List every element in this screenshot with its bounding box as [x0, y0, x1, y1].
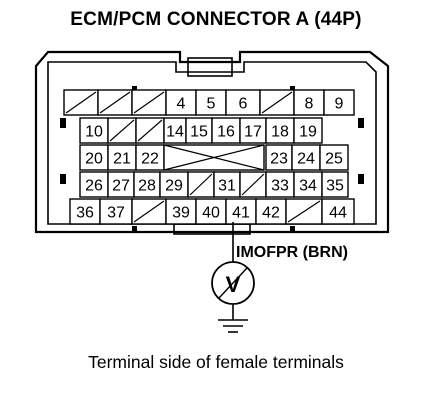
terminal-number: 26 [85, 178, 103, 195]
terminal-number: 8 [305, 96, 314, 113]
terminal-number: 44 [329, 205, 347, 222]
terminal-grid: 4 5 6 8 9 10 14 15 16 17 18 19 20 21 22 23 24 25 26 27 28 29 3… [63, 89, 355, 225]
terminal-28: 28 [133, 171, 161, 198]
terminal-number: 27 [112, 178, 130, 195]
terminal-44: 44 [321, 198, 355, 225]
terminal-34: 34 [293, 171, 323, 198]
terminal-14: 14 [163, 117, 187, 144]
terminal-33: 33 [265, 171, 295, 198]
terminal-number: 36 [76, 205, 94, 222]
terminal-40: 40 [195, 198, 227, 225]
terminal-number: 40 [202, 205, 220, 222]
terminal-number: 35 [326, 178, 344, 195]
terminal-empty [135, 117, 165, 144]
terminal-22: 22 [135, 144, 165, 171]
terminal-25: 25 [319, 144, 349, 171]
terminal-empty [259, 89, 295, 116]
terminal-41: 41 [225, 198, 257, 225]
diagram-title: ECM/PCM CONNECTOR A (44P) [70, 9, 362, 30]
terminal-number: 37 [107, 205, 125, 222]
terminal-37: 37 [99, 198, 133, 225]
terminal-empty [187, 171, 215, 198]
terminal-number: 19 [299, 124, 317, 141]
terminal-number: 16 [217, 124, 235, 141]
terminal-27: 27 [107, 171, 135, 198]
terminal-number: 34 [299, 178, 317, 195]
terminal-number: 28 [138, 178, 156, 195]
terminal-number: 33 [271, 178, 289, 195]
terminal-number: 4 [177, 96, 186, 113]
terminal-19: 19 [293, 117, 323, 144]
terminal-empty [239, 171, 267, 198]
terminal-42: 42 [255, 198, 287, 225]
voltmeter-symbol: V [226, 272, 241, 297]
terminal-29: 29 [159, 171, 189, 198]
diagram-caption: Terminal side of female terminals [88, 352, 344, 372]
terminal-5: 5 [195, 89, 227, 116]
terminal-36: 36 [69, 198, 101, 225]
terminal-24: 24 [291, 144, 321, 171]
terminal-number: 25 [325, 151, 343, 168]
terminal-number: 6 [239, 96, 248, 113]
terminal-17: 17 [239, 117, 267, 144]
terminal-18: 18 [265, 117, 295, 144]
terminal-empty [131, 89, 167, 116]
terminal-4: 4 [165, 89, 197, 116]
ground-icon [218, 319, 248, 333]
connector-side-tabs [60, 86, 364, 232]
terminal-39: 39 [165, 198, 197, 225]
terminal-number: 22 [141, 151, 159, 168]
terminal-empty [107, 117, 137, 144]
terminal-empty [285, 198, 323, 225]
terminal-number: 23 [270, 151, 288, 168]
terminal-empty [63, 89, 99, 116]
terminal-31: 31 [213, 171, 241, 198]
wire-label: IMOFPR (BRN) [236, 244, 348, 261]
terminal-23: 23 [265, 144, 293, 171]
terminal-empty [97, 89, 133, 116]
terminal-number: 9 [335, 96, 344, 113]
terminal-15: 15 [185, 117, 213, 144]
terminal-number: 14 [166, 124, 184, 141]
terminal-number: 17 [244, 124, 262, 141]
terminal-26: 26 [79, 171, 109, 198]
terminal-number: 10 [85, 124, 103, 141]
terminal-number: 29 [165, 178, 183, 195]
terminal-number: 24 [297, 151, 315, 168]
terminal-empty [131, 198, 167, 225]
terminal-empty [163, 144, 265, 171]
terminal-number: 21 [113, 151, 131, 168]
terminal-number: 41 [232, 205, 250, 222]
voltmeter-icon: V [211, 261, 255, 305]
terminal-number: 39 [172, 205, 190, 222]
terminal-35: 35 [321, 171, 349, 198]
terminal-6: 6 [225, 89, 261, 116]
terminal-20: 20 [79, 144, 109, 171]
terminal-16: 16 [211, 117, 241, 144]
terminal-21: 21 [107, 144, 137, 171]
terminal-number: 20 [85, 151, 103, 168]
terminal-10: 10 [79, 117, 109, 144]
terminal-number: 15 [190, 124, 208, 141]
terminal-8: 8 [293, 89, 325, 116]
terminal-number: 42 [262, 205, 280, 222]
terminal-number: 31 [218, 178, 236, 195]
terminal-number: 18 [271, 124, 289, 141]
terminal-9: 9 [323, 89, 355, 116]
terminal-number: 5 [207, 96, 216, 113]
